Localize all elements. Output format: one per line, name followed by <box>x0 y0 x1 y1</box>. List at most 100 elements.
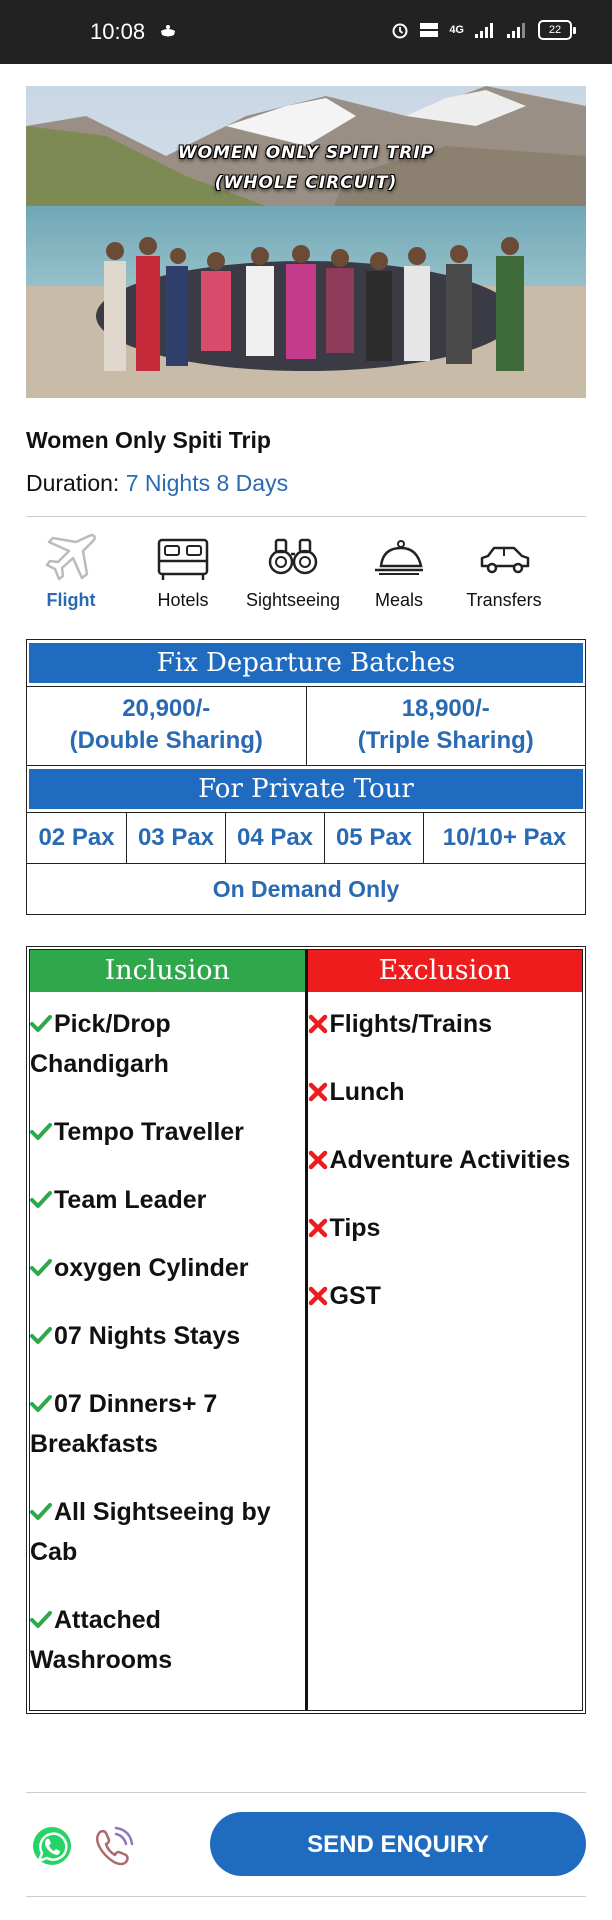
alarm-icon <box>392 23 408 39</box>
pax-cell: 05 Pax <box>324 813 423 863</box>
divider <box>26 1896 586 1897</box>
cross-icon <box>308 1218 327 1238</box>
feature-label: Meals <box>374 590 423 610</box>
inclusion-item: All Sightseeing by Cab <box>30 1492 305 1572</box>
inclusion-item: 07 Dinners+ 7 Breakfasts <box>30 1384 305 1464</box>
trip-title: Women Only Spiti Trip <box>26 427 271 453</box>
cloche-icon <box>375 540 423 575</box>
hero-caption-line2: (WHOLE CIRCUIT) <box>214 173 398 193</box>
price-double-value: 20,900/- <box>122 695 211 722</box>
cross-icon <box>308 1150 327 1170</box>
exclusion-item: Lunch <box>308 1072 583 1112</box>
feature-hotels[interactable]: Hotels <box>128 530 238 611</box>
battery-icon: 22 <box>538 20 576 40</box>
inclusion-heading: Inclusion <box>30 950 305 992</box>
features-row: Flight Hotels Sightseeing <box>26 530 586 620</box>
binoculars-icon <box>268 538 318 575</box>
status-time: 10:08 <box>90 19 146 44</box>
hero-caption-line1: WOMEN ONLY SPITI TRIP <box>177 143 435 163</box>
exclusion-item: Flights/Trains <box>308 1004 583 1044</box>
pricing-table: Fix Departure Batches 20,900/- (Double S… <box>26 639 586 915</box>
plane-icon <box>45 533 96 581</box>
duration-label: Duration: <box>26 470 126 496</box>
exclusion-item: GST <box>308 1276 583 1316</box>
exclusion-item-text: Adventure Activities <box>329 1146 571 1174</box>
divider <box>26 516 586 517</box>
feature-meals[interactable]: Meals <box>344 530 454 611</box>
inclusion-item-text: 07 Dinners+ 7 Breakfasts <box>30 1390 218 1458</box>
inclusion-item-text: All Sightseeing by Cab <box>30 1498 271 1566</box>
pax-cell: 04 Pax <box>225 813 324 863</box>
feature-sightseeing[interactable]: Sightseeing <box>238 530 348 611</box>
inclusion-item: 07 Nights Stays <box>30 1316 305 1356</box>
pax-row: 02 Pax 03 Pax 04 Pax 05 Pax 10/10+ Pax <box>27 812 585 864</box>
network-type: 4G <box>449 24 464 36</box>
inclusion-item-text: 07 Nights Stays <box>54 1322 241 1350</box>
hero-image: WOMEN ONLY SPITI TRIP (WHOLE CIRCUIT) <box>26 86 586 398</box>
inclusion-item-text: Attached Washrooms <box>30 1606 173 1674</box>
pax-cell: 10/10+ Pax <box>423 813 585 863</box>
exclusion-item-text: Lunch <box>329 1078 405 1106</box>
cross-icon <box>308 1014 327 1034</box>
inclusion-item-text: Tempo Traveller <box>54 1118 244 1146</box>
volte-icon <box>420 23 439 37</box>
phone-icon[interactable] <box>90 1824 136 1870</box>
exclusion-item: Adventure Activities <box>308 1140 583 1180</box>
pax-cell: 02 Pax <box>38 824 115 851</box>
hero-caption: WOMEN ONLY SPITI TRIP (WHOLE CIRCUIT) <box>26 138 586 198</box>
pax-cell: 03 Pax <box>126 813 225 863</box>
exclusion-item: Tips <box>308 1208 583 1248</box>
cross-icon <box>308 1286 327 1306</box>
inclusion-item: Team Leader <box>30 1180 305 1220</box>
exclusion-list: Flights/Trains Lunch Adventure Activitie… <box>308 992 583 1316</box>
fixed-departure-heading: Fix Departure Batches <box>29 643 583 683</box>
inclusion-list: Pick/Drop Chandigarh Tempo Traveller Tea… <box>30 992 305 1680</box>
status-icons: 4G 22 <box>391 20 576 40</box>
check-icon <box>30 1503 52 1520</box>
feature-transfers[interactable]: Transfers <box>449 530 559 611</box>
price-triple: 18,900/- (Triple Sharing) <box>305 687 586 765</box>
signal-icon-1 <box>475 23 493 38</box>
whatsapp-icon[interactable] <box>30 1824 74 1868</box>
inclusion-item: Tempo Traveller <box>30 1112 305 1152</box>
check-icon <box>30 1259 52 1276</box>
divider <box>26 1792 586 1793</box>
inclusion-exclusion-table: Inclusion Pick/Drop Chandigarh Tempo Tra… <box>26 946 586 1714</box>
exclusion-item-text: Tips <box>329 1214 381 1242</box>
inclusion-item: oxygen Cylinder <box>30 1248 305 1288</box>
price-triple-label: (Triple Sharing) <box>357 727 534 754</box>
exclusion-item-text: Flights/Trains <box>329 1010 493 1038</box>
exclusion-heading: Exclusion <box>307 950 582 992</box>
battery-level: 22 <box>538 20 572 40</box>
check-icon <box>30 1327 52 1344</box>
feature-label: Sightseeing <box>245 590 341 610</box>
cross-icon <box>308 1082 327 1102</box>
inclusion-item: Pick/Drop Chandigarh <box>30 1004 305 1084</box>
hero-photo <box>26 86 586 398</box>
check-icon <box>30 1015 52 1032</box>
check-icon <box>30 1191 52 1208</box>
duration-value: 7 Nights 8 Days <box>125 470 289 496</box>
send-enquiry-button[interactable]: SEND ENQUIRY <box>210 1812 586 1876</box>
feature-label: Transfers <box>466 590 542 610</box>
trip-duration: Duration: 7 Nights 8 Days <box>26 470 288 497</box>
price-row: 20,900/- (Double Sharing) 18,900/- (Trip… <box>27 686 585 766</box>
car-icon <box>480 546 530 574</box>
feature-label: Hotels <box>157 590 209 610</box>
feature-flight[interactable]: Flight <box>16 530 126 611</box>
price-double-label: (Double Sharing) <box>69 727 263 754</box>
check-icon <box>30 1611 52 1628</box>
notification-icon <box>161 25 175 37</box>
inclusion-item-text: oxygen Cylinder <box>54 1254 249 1282</box>
inclusion-column: Inclusion Pick/Drop Chandigarh Tempo Tra… <box>30 950 305 1710</box>
inclusion-item-text: Pick/Drop Chandigarh <box>30 1010 171 1078</box>
inclusion-item: Attached Washrooms <box>30 1600 305 1680</box>
check-icon <box>30 1123 52 1140</box>
inclusion-item-text: Team Leader <box>54 1186 207 1214</box>
exclusion-column: Exclusion Flights/Trains Lunch Adventure… <box>304 950 583 1710</box>
signal-icon-2 <box>507 23 525 38</box>
on-demand-note: On Demand Only <box>212 876 400 902</box>
status-bar: 10:08 4G 22 <box>0 0 612 64</box>
bed-icon <box>157 538 209 580</box>
exclusion-item-text: GST <box>329 1282 381 1310</box>
